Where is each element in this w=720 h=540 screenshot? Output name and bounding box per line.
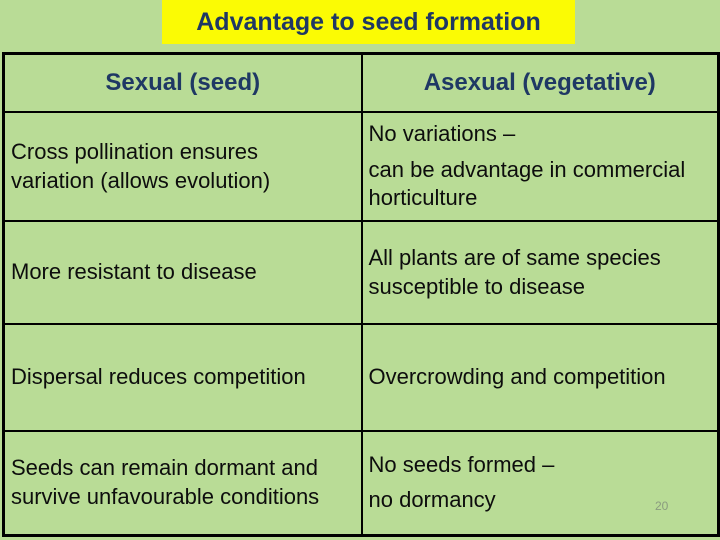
cell-text: Overcrowding and competition xyxy=(368,364,666,390)
cell-text: can be advantage in commercial horticult… xyxy=(368,156,686,211)
cell-text: No seeds formed – xyxy=(368,451,555,477)
cell-text: no dormancy xyxy=(368,487,496,513)
slide-title: Advantage to seed formation xyxy=(196,7,541,36)
cell-asexual-no-variation: No variations – can be advantage in comm… xyxy=(360,111,720,222)
page-number: 20 xyxy=(655,499,669,513)
cell-text: More resistant to disease xyxy=(11,259,257,285)
table-row: Seeds can remain dormant and survive unf… xyxy=(2,430,720,536)
cell-sexual-dormancy: Seeds can remain dormant and survive unf… xyxy=(2,430,363,536)
cell-text: Seeds can remain dormant and survive unf… xyxy=(11,455,320,509)
table-row: Dispersal reduces competition Overcrowdi… xyxy=(2,323,720,432)
cell-asexual-disease: All plants are of same species susceptib… xyxy=(360,220,720,325)
column-header-asexual: Asexual (vegetative) xyxy=(360,52,720,113)
cell-text: No variations – xyxy=(368,121,516,147)
cell-sexual-disease: More resistant to disease xyxy=(2,220,363,325)
table-row: More resistant to disease All plants are… xyxy=(2,220,720,325)
comparison-table: Sexual (seed) Asexual (vegetative) Cross… xyxy=(2,52,720,537)
cell-asexual-overcrowding: Overcrowding and competition xyxy=(360,323,720,432)
cell-text: All plants are of same species susceptib… xyxy=(368,244,661,299)
slide-title-banner: Advantage to seed formation xyxy=(162,0,575,44)
cell-sexual-variation: Cross pollination ensures variation (all… xyxy=(2,111,363,222)
cell-asexual-no-dormancy: No seeds formed – no dormancy xyxy=(360,430,720,536)
cell-sexual-dispersal: Dispersal reduces competition xyxy=(2,323,363,432)
cell-text: Dispersal reduces competition xyxy=(11,364,306,390)
table-header-row: Sexual (seed) Asexual (vegetative) xyxy=(2,52,720,113)
table-row: Cross pollination ensures variation (all… xyxy=(2,111,720,222)
cell-text: Cross pollination ensures variation (all… xyxy=(11,138,271,193)
column-header-sexual: Sexual (seed) xyxy=(2,52,363,113)
